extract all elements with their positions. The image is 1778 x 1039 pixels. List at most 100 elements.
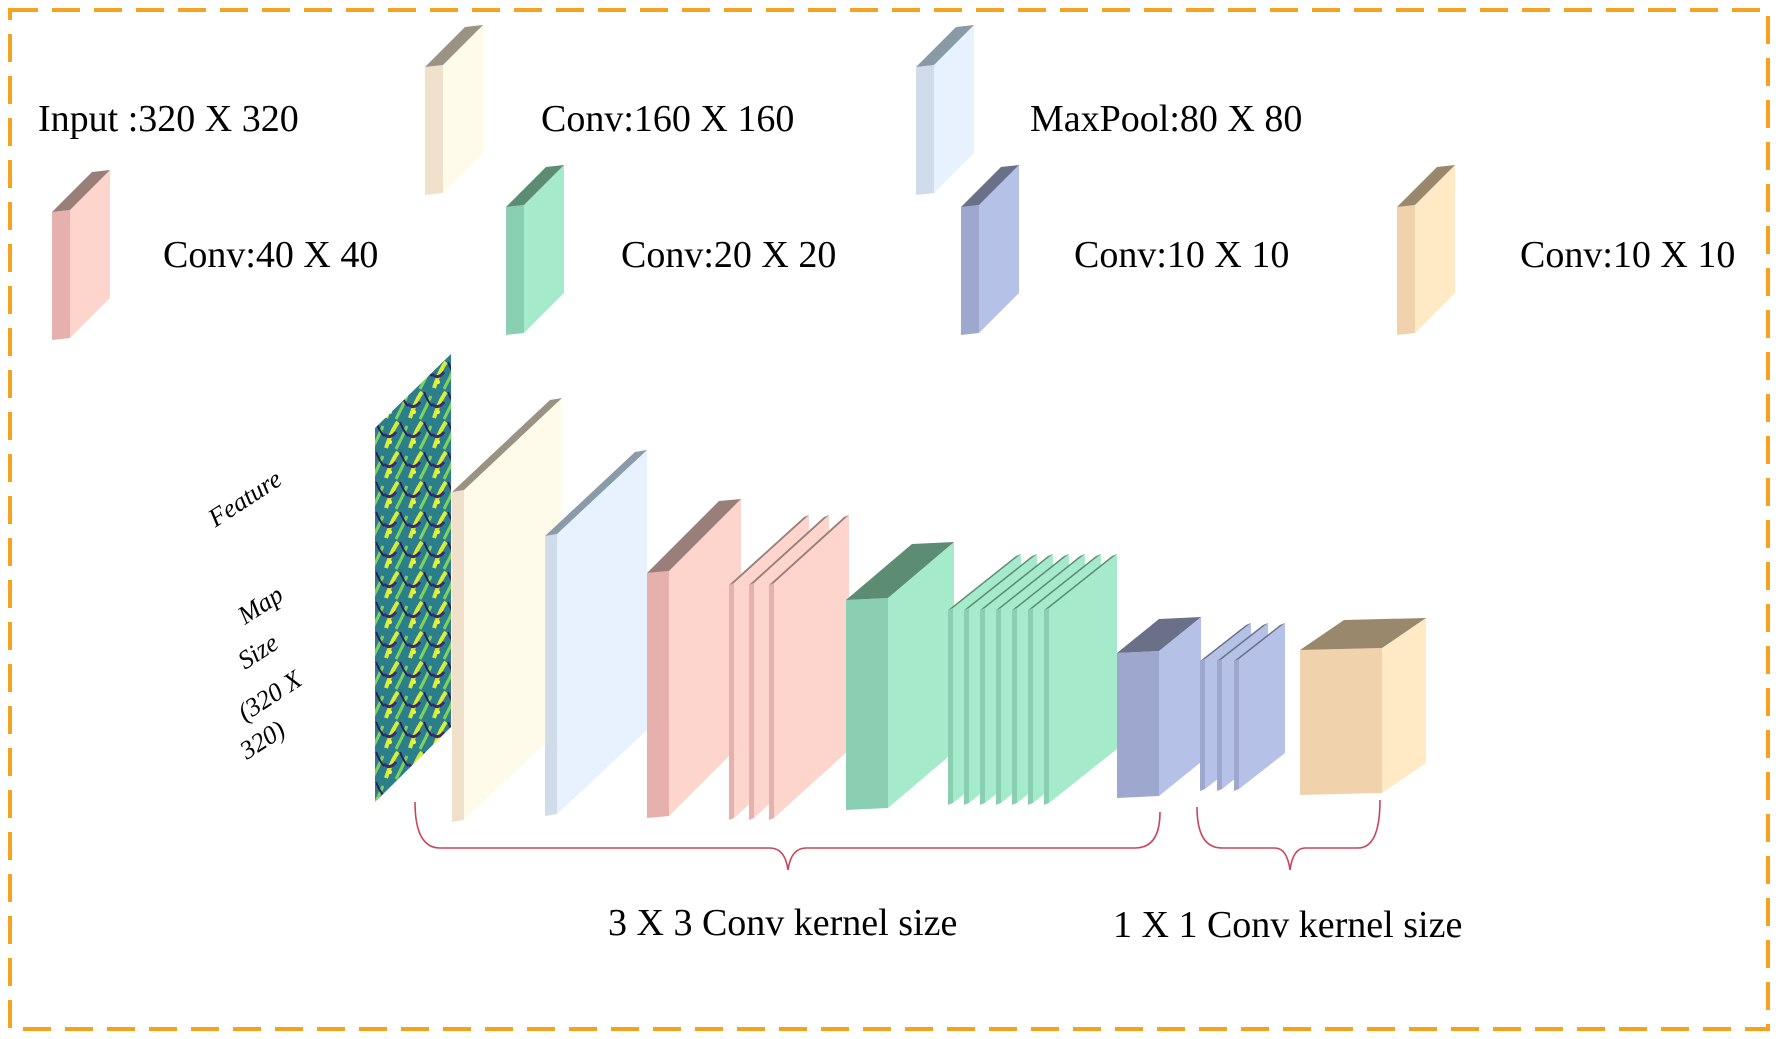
block-conv-20-layer-4-side-face [996, 608, 1001, 805]
block-conv-10-blue-layer-3 [1234, 623, 1285, 791]
block-conv-40-layer-2-side-face [749, 583, 754, 820]
block-conv-20-layer-5-top-face [1012, 554, 1085, 610]
legend-swatch-maxpool-80 [916, 25, 974, 195]
legend-label-conv-10-tan: Conv:10 X 10 [1520, 234, 1735, 276]
legend-swatch-conv-10-tan-block [1397, 165, 1455, 335]
block-conv-40-layer-2-top-face [749, 515, 829, 585]
legend-swatch-conv-160-block-front-face [443, 25, 483, 193]
legend-swatch-conv-20-block-front-face [524, 165, 564, 333]
block-conv-20-layer-7-front-face [1049, 554, 1117, 803]
legend: Input :320 X 320 Conv:160 X 160 MaxPool:… [38, 25, 1735, 340]
feature-map-label-line-1: Feature [202, 464, 287, 533]
legend-label-conv-160: Conv:160 X 160 [541, 98, 794, 140]
block-conv-10-tan-front-face [1382, 618, 1426, 793]
block-conv-40-layer-3-top-face [769, 515, 849, 585]
legend-swatch-conv-10-tan [1397, 165, 1455, 335]
legend-label-input: Input :320 X 320 [38, 98, 299, 140]
block-conv-10-tan-top-face [1300, 618, 1426, 650]
legend-swatch-conv-20-block-side-face [506, 205, 524, 335]
legend-swatch-conv-40-block [52, 170, 110, 340]
block-maxpool-80 [545, 450, 647, 816]
block-maxpool-80-side-face [545, 534, 557, 816]
kernel-label-1x1: 1 X 1 Conv kernel size [1113, 904, 1462, 946]
brace-3x3-path [414, 801, 1161, 871]
block-conv-160-side-face [452, 490, 464, 822]
legend-swatch-conv-40-block-front-face [70, 170, 110, 338]
legend-label-maxpool-80: MaxPool:80 X 80 [1030, 98, 1302, 140]
block-conv-40-front-face [669, 499, 741, 816]
block-conv-40-layer-3-front-face [774, 515, 849, 818]
block-conv-20-layer-7-top-face [1044, 554, 1117, 610]
block-conv-160 [452, 398, 562, 822]
block-conv-10-blue-front-face [1159, 617, 1201, 796]
brace-1x1-path [1196, 799, 1381, 871]
legend-swatch-conv-10-blue-block [961, 165, 1019, 335]
block-conv-20-top-face [846, 542, 954, 600]
kernel-label-3x3: 3 X 3 Conv kernel size [608, 902, 957, 944]
block-conv-20-front-face [888, 542, 954, 808]
legend-swatch-maxpool-80-block-front-face [934, 25, 974, 193]
brace-1x1 [1196, 799, 1381, 871]
legend-swatch-conv-160-block [425, 25, 483, 195]
block-conv-40 [647, 499, 741, 818]
legend-swatch-maxpool-80-block [916, 25, 974, 195]
block-conv-40-side-face [647, 571, 669, 818]
block-conv-10-tan [1300, 618, 1426, 795]
block-conv-20-layer-3-side-face [980, 608, 985, 805]
block-conv-10-blue-layer-1-top-face [1200, 623, 1251, 661]
legend-swatch-maxpool-80-block-top-face [916, 25, 974, 67]
block-conv-20-side-face [846, 598, 888, 810]
block-conv-20-layer-4-top-face [996, 554, 1069, 610]
legend-swatch-conv-20-block [506, 165, 564, 335]
block-conv-160-front-face [464, 398, 562, 820]
block-conv-10-tan-side-face [1300, 648, 1382, 795]
legend-swatch-conv-10-tan-block-front-face [1415, 165, 1455, 333]
legend-swatch-conv-160-block-side-face [425, 65, 443, 195]
legend-swatch-conv-10-blue-block-top-face [961, 165, 1019, 207]
feature-map-label-line-2: Map [232, 580, 289, 631]
legend-label-conv-10-blue: Conv:10 X 10 [1074, 234, 1289, 276]
block-conv-20-layer-7-side-face [1044, 608, 1049, 805]
feature-map-label-line-5: 320) [234, 715, 291, 766]
legend-label-conv-20: Conv:20 X 20 [621, 234, 836, 276]
legend-swatch-conv-10-tan-block-top-face [1397, 165, 1455, 207]
block-maxpool-80-front-face [557, 450, 647, 814]
block-conv-40-layer-1-side-face [729, 583, 734, 820]
block-maxpool-80-top-face [545, 450, 647, 536]
feature-map-label: Feature [202, 464, 287, 533]
legend-swatch-conv-10-blue [961, 165, 1019, 335]
legend-swatch-conv-40-block-top-face [52, 170, 110, 212]
feature-map-label-lines: Map Size (320 X 320) [232, 580, 308, 766]
legend-swatch-conv-10-blue-block-front-face [979, 165, 1019, 333]
block-conv-10-blue-layer-3-top-face [1234, 623, 1285, 661]
block-conv-160-top-face [452, 398, 562, 492]
legend-swatch-conv-10-tan-block-side-face [1397, 205, 1415, 335]
legend-swatch-conv-40-block-side-face [52, 210, 70, 340]
feature-map-label-line-3: Size [232, 628, 283, 675]
block-conv-20-layer-2-side-face [964, 608, 969, 805]
block-conv-20-layer-2-top-face [964, 554, 1037, 610]
block-conv-20 [846, 542, 954, 810]
brace-3x3 [414, 801, 1161, 871]
legend-swatch-conv-160 [425, 25, 483, 195]
legend-swatch-conv-20-block-top-face [506, 165, 564, 207]
block-conv-10-blue-layer-1-side-face [1200, 659, 1205, 791]
block-conv-40-top-face [647, 499, 741, 573]
block-conv-20-layer-6-side-face [1028, 608, 1033, 805]
block-conv-10-blue-layer-2-top-face [1217, 623, 1268, 661]
block-conv-20-layer-7 [1044, 554, 1117, 805]
block-conv-10-blue-top-face [1117, 617, 1201, 653]
block-conv-20-layer-1-top-face [948, 554, 1021, 610]
block-conv-40-layer-3-side-face [769, 583, 774, 820]
block-conv-40-layer-3 [769, 515, 849, 820]
block-conv-10-blue-layer-2-side-face [1217, 659, 1222, 791]
block-conv-10-blue [1117, 617, 1201, 798]
block-conv-20-layer-5-side-face [1012, 608, 1017, 805]
legend-swatch-conv-20 [506, 165, 564, 335]
legend-swatch-conv-10-blue-block-side-face [961, 205, 979, 335]
block-conv-10-blue-layer-3-front-face [1239, 623, 1285, 789]
network-blocks [452, 398, 1426, 822]
block-conv-20-layer-1-side-face [948, 608, 953, 805]
feature-map-heatmap [375, 354, 451, 802]
